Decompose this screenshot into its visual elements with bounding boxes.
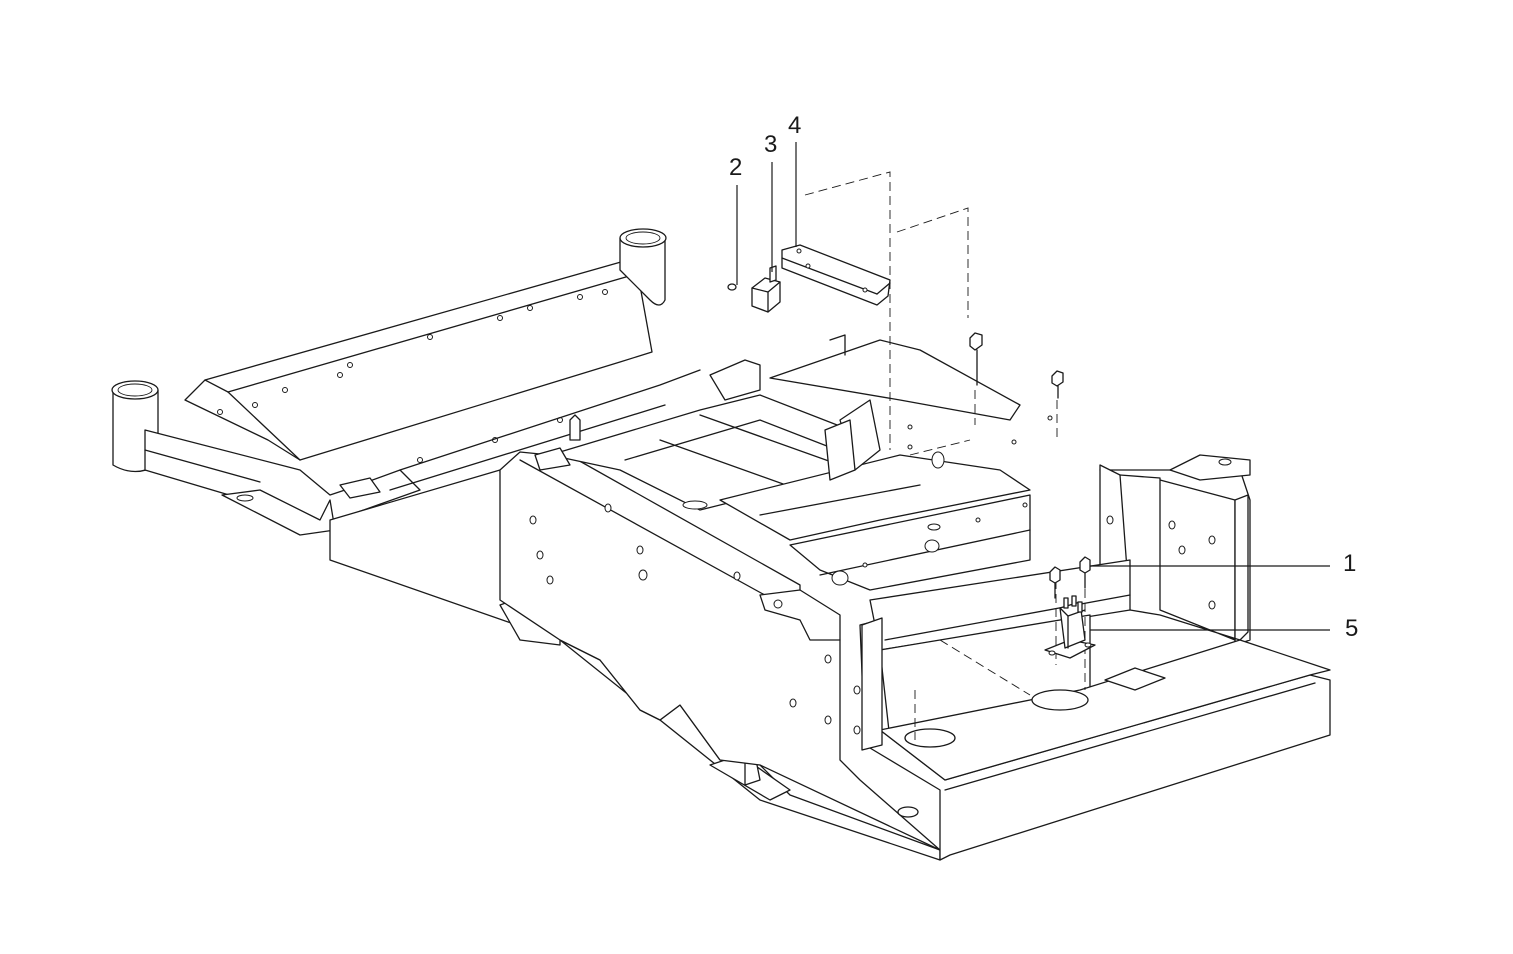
callout-2: 2 <box>729 154 742 285</box>
mounting-brackets <box>534 359 841 641</box>
relay <box>751 265 781 313</box>
callout-label-5: 5 <box>1345 615 1358 642</box>
callout-label-1: 1 <box>1343 550 1356 577</box>
chassis-holes <box>529 415 1216 735</box>
callout-4: 4 <box>788 112 801 247</box>
front-frame-section <box>111 228 667 556</box>
main-chassis <box>499 334 1331 861</box>
callout-label-2: 2 <box>729 154 742 181</box>
relay-bracket <box>781 244 891 306</box>
bolts <box>1049 556 1091 599</box>
callout-label-4: 4 <box>788 112 801 139</box>
callout-1: 1 <box>1090 550 1356 577</box>
callout-label-3: 3 <box>764 131 777 158</box>
callout-5: 5 <box>1090 615 1358 642</box>
phantom-lines <box>804 171 1086 740</box>
right-caster-tube <box>619 228 667 306</box>
solenoid <box>1044 595 1096 659</box>
callout-3: 3 <box>764 131 777 272</box>
small-screw <box>727 283 737 291</box>
upper-bolts <box>969 332 1064 399</box>
callouts: 1 2 3 4 5 <box>729 112 1358 642</box>
